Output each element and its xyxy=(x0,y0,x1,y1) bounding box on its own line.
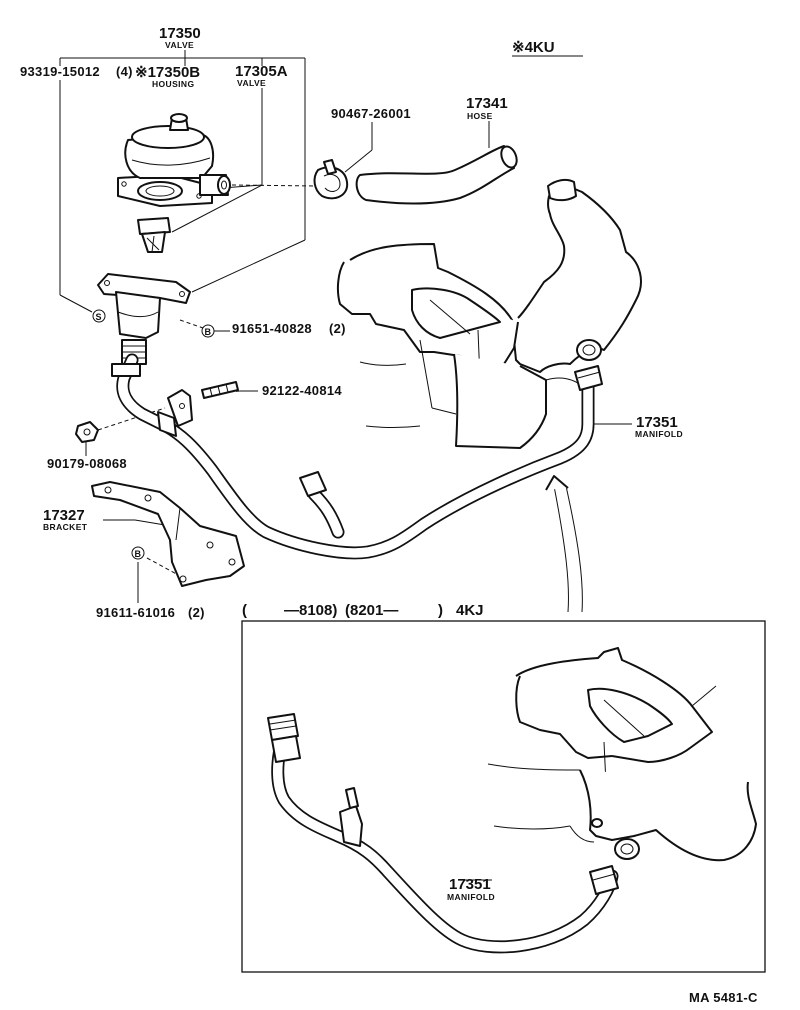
inset-open-paren: ( xyxy=(242,602,247,619)
inset-label-17351: 17351 xyxy=(449,876,491,893)
label-17351: 17351 xyxy=(636,414,678,431)
hose-clamp xyxy=(313,159,349,200)
marker-s: S xyxy=(92,309,106,323)
marker-b-2: B xyxy=(131,546,145,560)
label-91611-qty: (2) xyxy=(188,605,205,620)
label-91611: 91611-61016 xyxy=(96,605,175,620)
leader-lines xyxy=(59,50,632,881)
marker-b-1: B xyxy=(201,324,215,338)
label-17350b-sub: HOUSING xyxy=(152,79,194,89)
svg-text:B: B xyxy=(205,327,212,337)
label-17341-sub: HOSE xyxy=(467,111,493,121)
svg-text:B: B xyxy=(135,549,142,559)
inset-manifold-pipe xyxy=(267,713,619,954)
hose-17341 xyxy=(355,145,518,205)
reference-arrow xyxy=(545,475,583,613)
label-90179: 90179-08068 xyxy=(47,456,127,471)
label-17350b: ※17350B xyxy=(135,64,200,81)
stud-bolt xyxy=(201,381,239,399)
label-17327: 17327 xyxy=(43,507,85,524)
label-91651-qty: (2) xyxy=(329,321,346,336)
nut xyxy=(75,421,99,443)
inset-range-1: —8108) xyxy=(284,602,337,619)
pipe-bracket xyxy=(167,389,193,427)
label-17351-sub: MANIFOLD xyxy=(635,429,683,439)
label-92122: 92122-40814 xyxy=(262,383,342,398)
inset-manifold xyxy=(487,647,757,862)
label-17341: 17341 xyxy=(466,95,508,112)
bracket-17327 xyxy=(91,481,245,587)
diagram-code: MA 5481-C xyxy=(689,990,758,1005)
label-90467: 90467-26001 xyxy=(331,106,411,121)
inset-frame xyxy=(241,620,766,973)
label-93319-qty: (4) xyxy=(116,64,133,79)
inset-close-paren: ) xyxy=(438,602,443,619)
valve-assembly xyxy=(97,113,231,365)
manifold-pipe-top xyxy=(111,353,603,560)
inset-label-17351-sub: MANIFOLD xyxy=(447,892,495,902)
engine-manifold-top xyxy=(336,178,642,449)
inset-range-2: (8201— xyxy=(345,602,398,619)
label-17327-sub: BRACKET xyxy=(43,522,88,532)
inset-variant-4kj: 4KJ xyxy=(456,602,484,619)
label-17350-sub: VALVE xyxy=(165,40,194,50)
label-17305a-sub: VALVE xyxy=(237,78,266,88)
variant-4ku: ※4KU xyxy=(512,39,555,56)
label-91651: 91651-40828 xyxy=(232,321,312,336)
label-17305a: 17305A xyxy=(235,63,288,80)
svg-text:S: S xyxy=(96,312,102,322)
label-17350: 17350 xyxy=(159,25,201,42)
label-93319: 93319-15012 xyxy=(20,64,100,79)
